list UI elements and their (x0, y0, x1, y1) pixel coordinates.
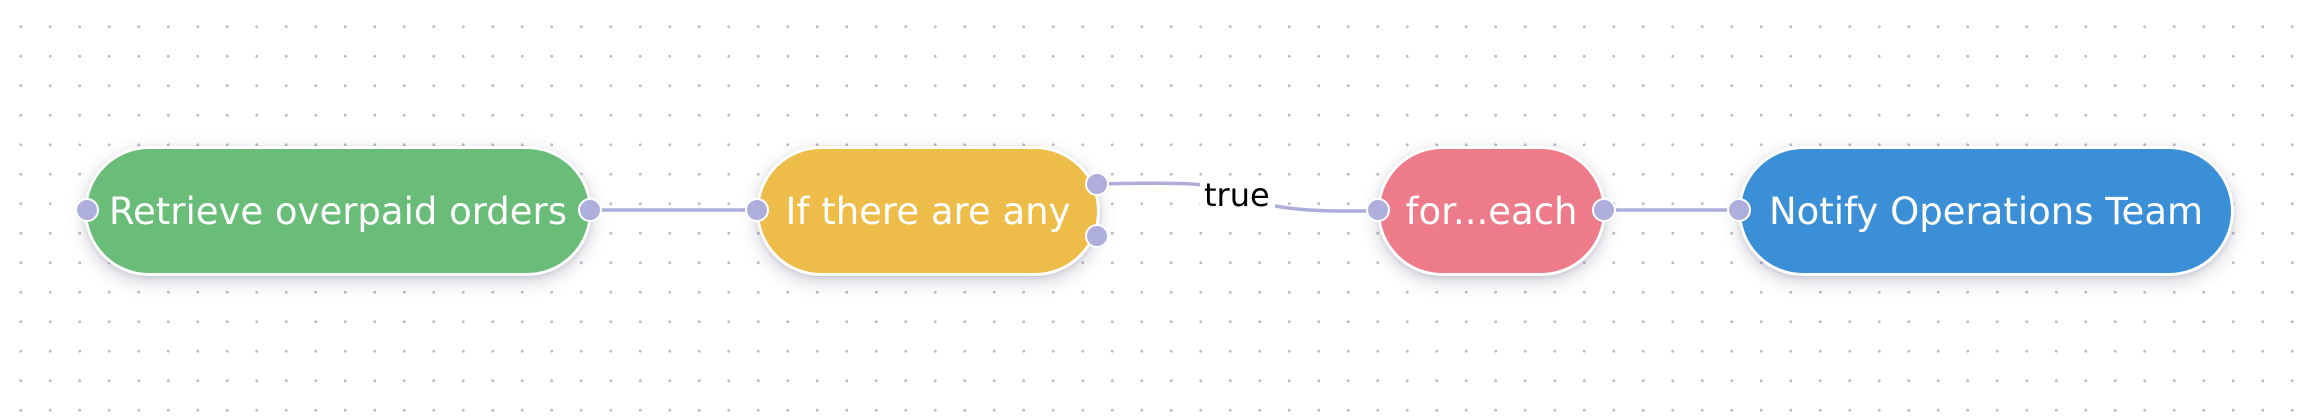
node-if-there-are-any[interactable]: If there are any (756, 146, 1100, 276)
false-output-port[interactable] (1085, 224, 1109, 248)
true-output-port[interactable] (1085, 172, 1109, 196)
input-port[interactable] (1727, 198, 1751, 222)
node-label: Retrieve overpaid orders (108, 189, 568, 233)
input-port[interactable] (1366, 198, 1390, 222)
node-label: Notify Operations Team (1768, 189, 2204, 233)
output-port[interactable] (578, 198, 602, 222)
output-port[interactable] (1592, 198, 1616, 222)
node-notify-operations-team[interactable]: Notify Operations Team (1738, 146, 2234, 276)
node-label: for...each (1405, 189, 1578, 233)
node-retrieve-overpaid-orders[interactable]: Retrieve overpaid orders (84, 146, 592, 276)
input-port[interactable] (745, 198, 769, 222)
node-for-each[interactable]: for...each (1377, 146, 1606, 276)
input-port[interactable] (75, 198, 99, 222)
node-label: If there are any (785, 189, 1071, 233)
edge-label-true: true (1200, 176, 1274, 214)
